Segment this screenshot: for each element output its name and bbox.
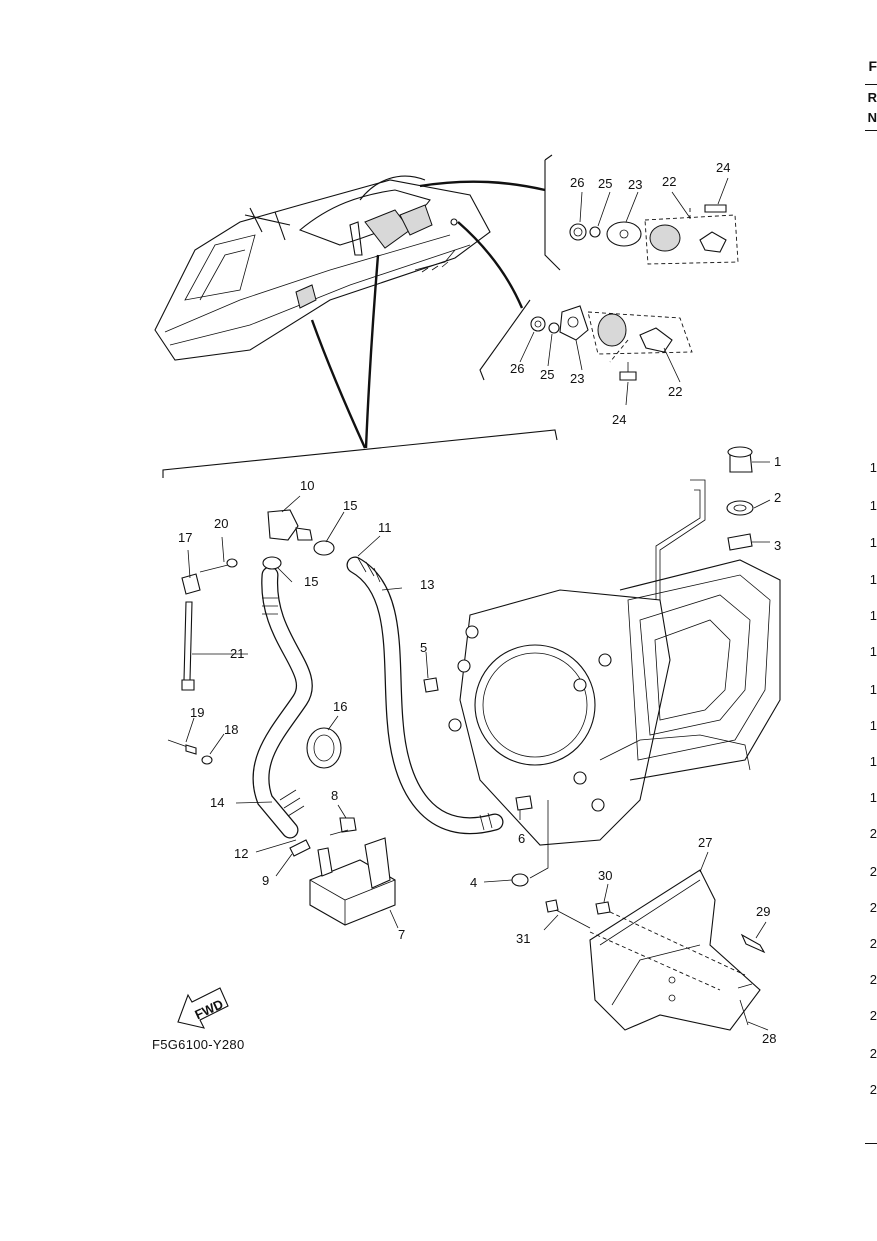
callout-13: 13 [420, 577, 434, 592]
callout-11: 11 [378, 520, 392, 535]
callout-20: 20 [214, 516, 228, 531]
edge-number: 1 [869, 682, 877, 697]
edge-number: 2 [869, 972, 877, 987]
edge-number: 2 [869, 826, 877, 841]
hose-13 [346, 556, 504, 835]
edge-letter-r: R [867, 90, 877, 105]
watercraft-overview [154, 175, 491, 361]
callout-23a: 23 [628, 177, 642, 192]
callout-29: 29 [756, 904, 770, 919]
callout-26a: 26 [570, 175, 584, 190]
edge-number: 2 [869, 1082, 877, 1097]
callout-leaders [185, 177, 771, 1031]
callout-15a: 15 [343, 498, 357, 513]
fwd-arrow: FWD [177, 987, 229, 1029]
hose-14 [252, 566, 313, 839]
callout-18: 18 [224, 722, 238, 737]
edge-letter-f: F [868, 58, 877, 74]
edge-number: 1 [869, 754, 877, 769]
diagram-code: F5G6100-Y280 [152, 1037, 245, 1052]
edge-number: 1 [869, 460, 877, 475]
edge-letter-n: N [867, 110, 877, 125]
callout-23b: 23 [570, 371, 584, 386]
edge-rule [865, 84, 877, 85]
callout-5: 5 [420, 640, 427, 655]
edge-number: 2 [869, 1008, 877, 1023]
callout-15b: 15 [304, 574, 318, 589]
edge-number: 2 [869, 936, 877, 951]
callout-8: 8 [331, 788, 338, 803]
callout-9: 9 [262, 873, 269, 888]
callout-22a: 22 [662, 174, 676, 189]
callout-26b: 26 [510, 361, 524, 376]
callout-25a: 25 [598, 176, 612, 191]
edge-number: 1 [869, 718, 877, 733]
callout-25b: 25 [540, 367, 554, 382]
callout-21: 21 [230, 646, 244, 661]
callout-16: 16 [333, 699, 347, 714]
callout-24b: 24 [612, 412, 626, 427]
edge-number: 2 [869, 864, 877, 879]
edge-rule [865, 1143, 877, 1144]
parts-misc [167, 446, 766, 1031]
callout-4: 4 [470, 875, 477, 890]
callout-19: 19 [190, 705, 204, 720]
pump-housing [448, 479, 781, 846]
callout-14: 14 [210, 795, 224, 810]
edge-number: 1 [869, 498, 877, 513]
callout-24a: 24 [716, 160, 730, 175]
callout-12: 12 [234, 846, 248, 861]
detail-mid-drain [530, 305, 693, 381]
callout-22b: 22 [668, 384, 682, 399]
edge-number: 1 [869, 608, 877, 623]
edge-number: 1 [869, 572, 877, 587]
callout-labels: 1 2 3 4 5 6 7 8 9 10 11 12 13 14 15 15 1… [178, 160, 781, 1046]
callout-31: 31 [516, 931, 530, 946]
edge-rule [865, 130, 877, 131]
callout-6: 6 [518, 831, 525, 846]
callout-2: 2 [774, 490, 781, 505]
callout-10: 10 [300, 478, 314, 493]
callout-7: 7 [398, 927, 405, 942]
callout-28: 28 [762, 1031, 776, 1046]
detail-top-drain [569, 204, 739, 265]
edge-number: 1 [869, 535, 877, 550]
callout-17: 17 [178, 530, 192, 545]
edge-number: 2 [869, 900, 877, 915]
edge-number: 1 [869, 790, 877, 805]
callout-30: 30 [598, 868, 612, 883]
callout-27: 27 [698, 835, 712, 850]
callout-1: 1 [774, 454, 781, 469]
overview-leaders [162, 154, 561, 478]
callout-3: 3 [774, 538, 781, 553]
edge-number: 1 [869, 644, 877, 659]
edge-number: 2 [869, 1046, 877, 1061]
